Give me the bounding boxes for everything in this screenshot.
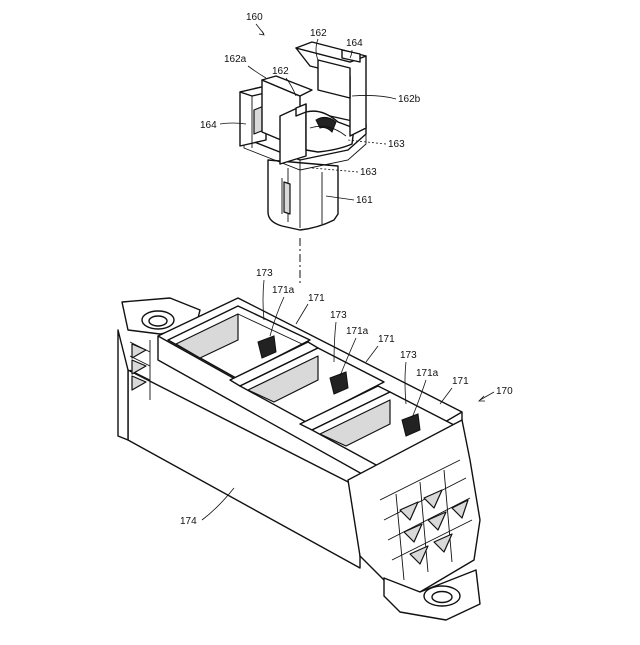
label-173-2: 173 [330, 310, 347, 321]
label-164-left: 164 [200, 120, 217, 131]
label-171-3: 171 [452, 376, 469, 387]
label-171a-2: 171a [346, 326, 369, 337]
label-161: 161 [356, 195, 373, 206]
box-170 [118, 298, 480, 620]
label-174: 174 [180, 516, 197, 527]
label-173-1: 173 [256, 268, 273, 279]
label-171-2: 171 [378, 334, 395, 345]
label-160: 160 [246, 12, 263, 23]
label-173-3: 173 [400, 350, 417, 361]
label-171a-1: 171a [272, 285, 295, 296]
label-162-top: 162 [310, 28, 327, 39]
label-170: 170 [496, 386, 513, 397]
label-164-top: 164 [346, 38, 363, 49]
label-171a-3: 171a [416, 368, 439, 379]
holder-160 [240, 42, 366, 230]
label-171-1: 171 [308, 293, 325, 304]
label-162-mid: 162 [272, 66, 289, 77]
label-163-right: 163 [388, 139, 405, 150]
label-162a: 162a [224, 54, 247, 65]
label-163-mid: 163 [360, 167, 377, 178]
label-162b: 162b [398, 94, 421, 105]
